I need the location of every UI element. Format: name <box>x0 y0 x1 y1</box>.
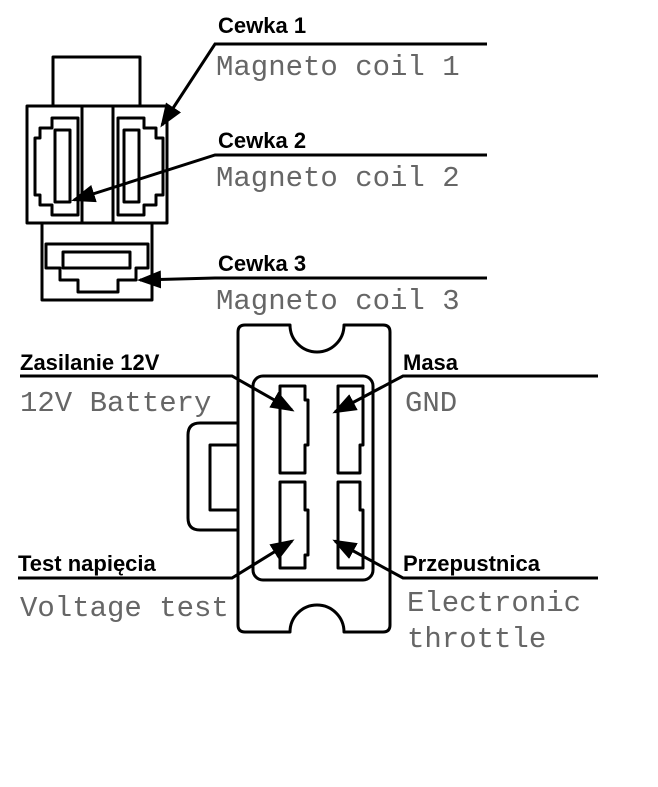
coil3-label-pl: Cewka 3 <box>218 251 306 276</box>
battery-label-en: 12V Battery <box>20 387 211 420</box>
throttle-label-en2: throttle <box>407 623 546 656</box>
coil-connector <box>25 55 169 302</box>
throttle-label-pl: Przepustnica <box>403 551 541 576</box>
coil1-label-en: Magneto coil 1 <box>216 51 460 84</box>
coil2-label-pl: Cewka 2 <box>218 128 306 153</box>
coil2-label-en: Magneto coil 2 <box>216 162 460 195</box>
coil3-label-en: Magneto coil 3 <box>216 285 460 318</box>
voltage-label-en: Voltage test <box>20 592 229 625</box>
voltage-label-pl: Test napięcia <box>18 551 157 576</box>
four-pin-connector <box>186 323 392 634</box>
battery-label-pl: Zasilanie 12V <box>20 350 160 375</box>
gnd-label-en: GND <box>405 387 457 420</box>
throttle-label-en1: Electronic <box>407 587 581 620</box>
coil1-label-pl: Cewka 1 <box>218 13 306 38</box>
gnd-label-pl: Masa <box>403 350 459 375</box>
leader-lines <box>18 42 598 580</box>
